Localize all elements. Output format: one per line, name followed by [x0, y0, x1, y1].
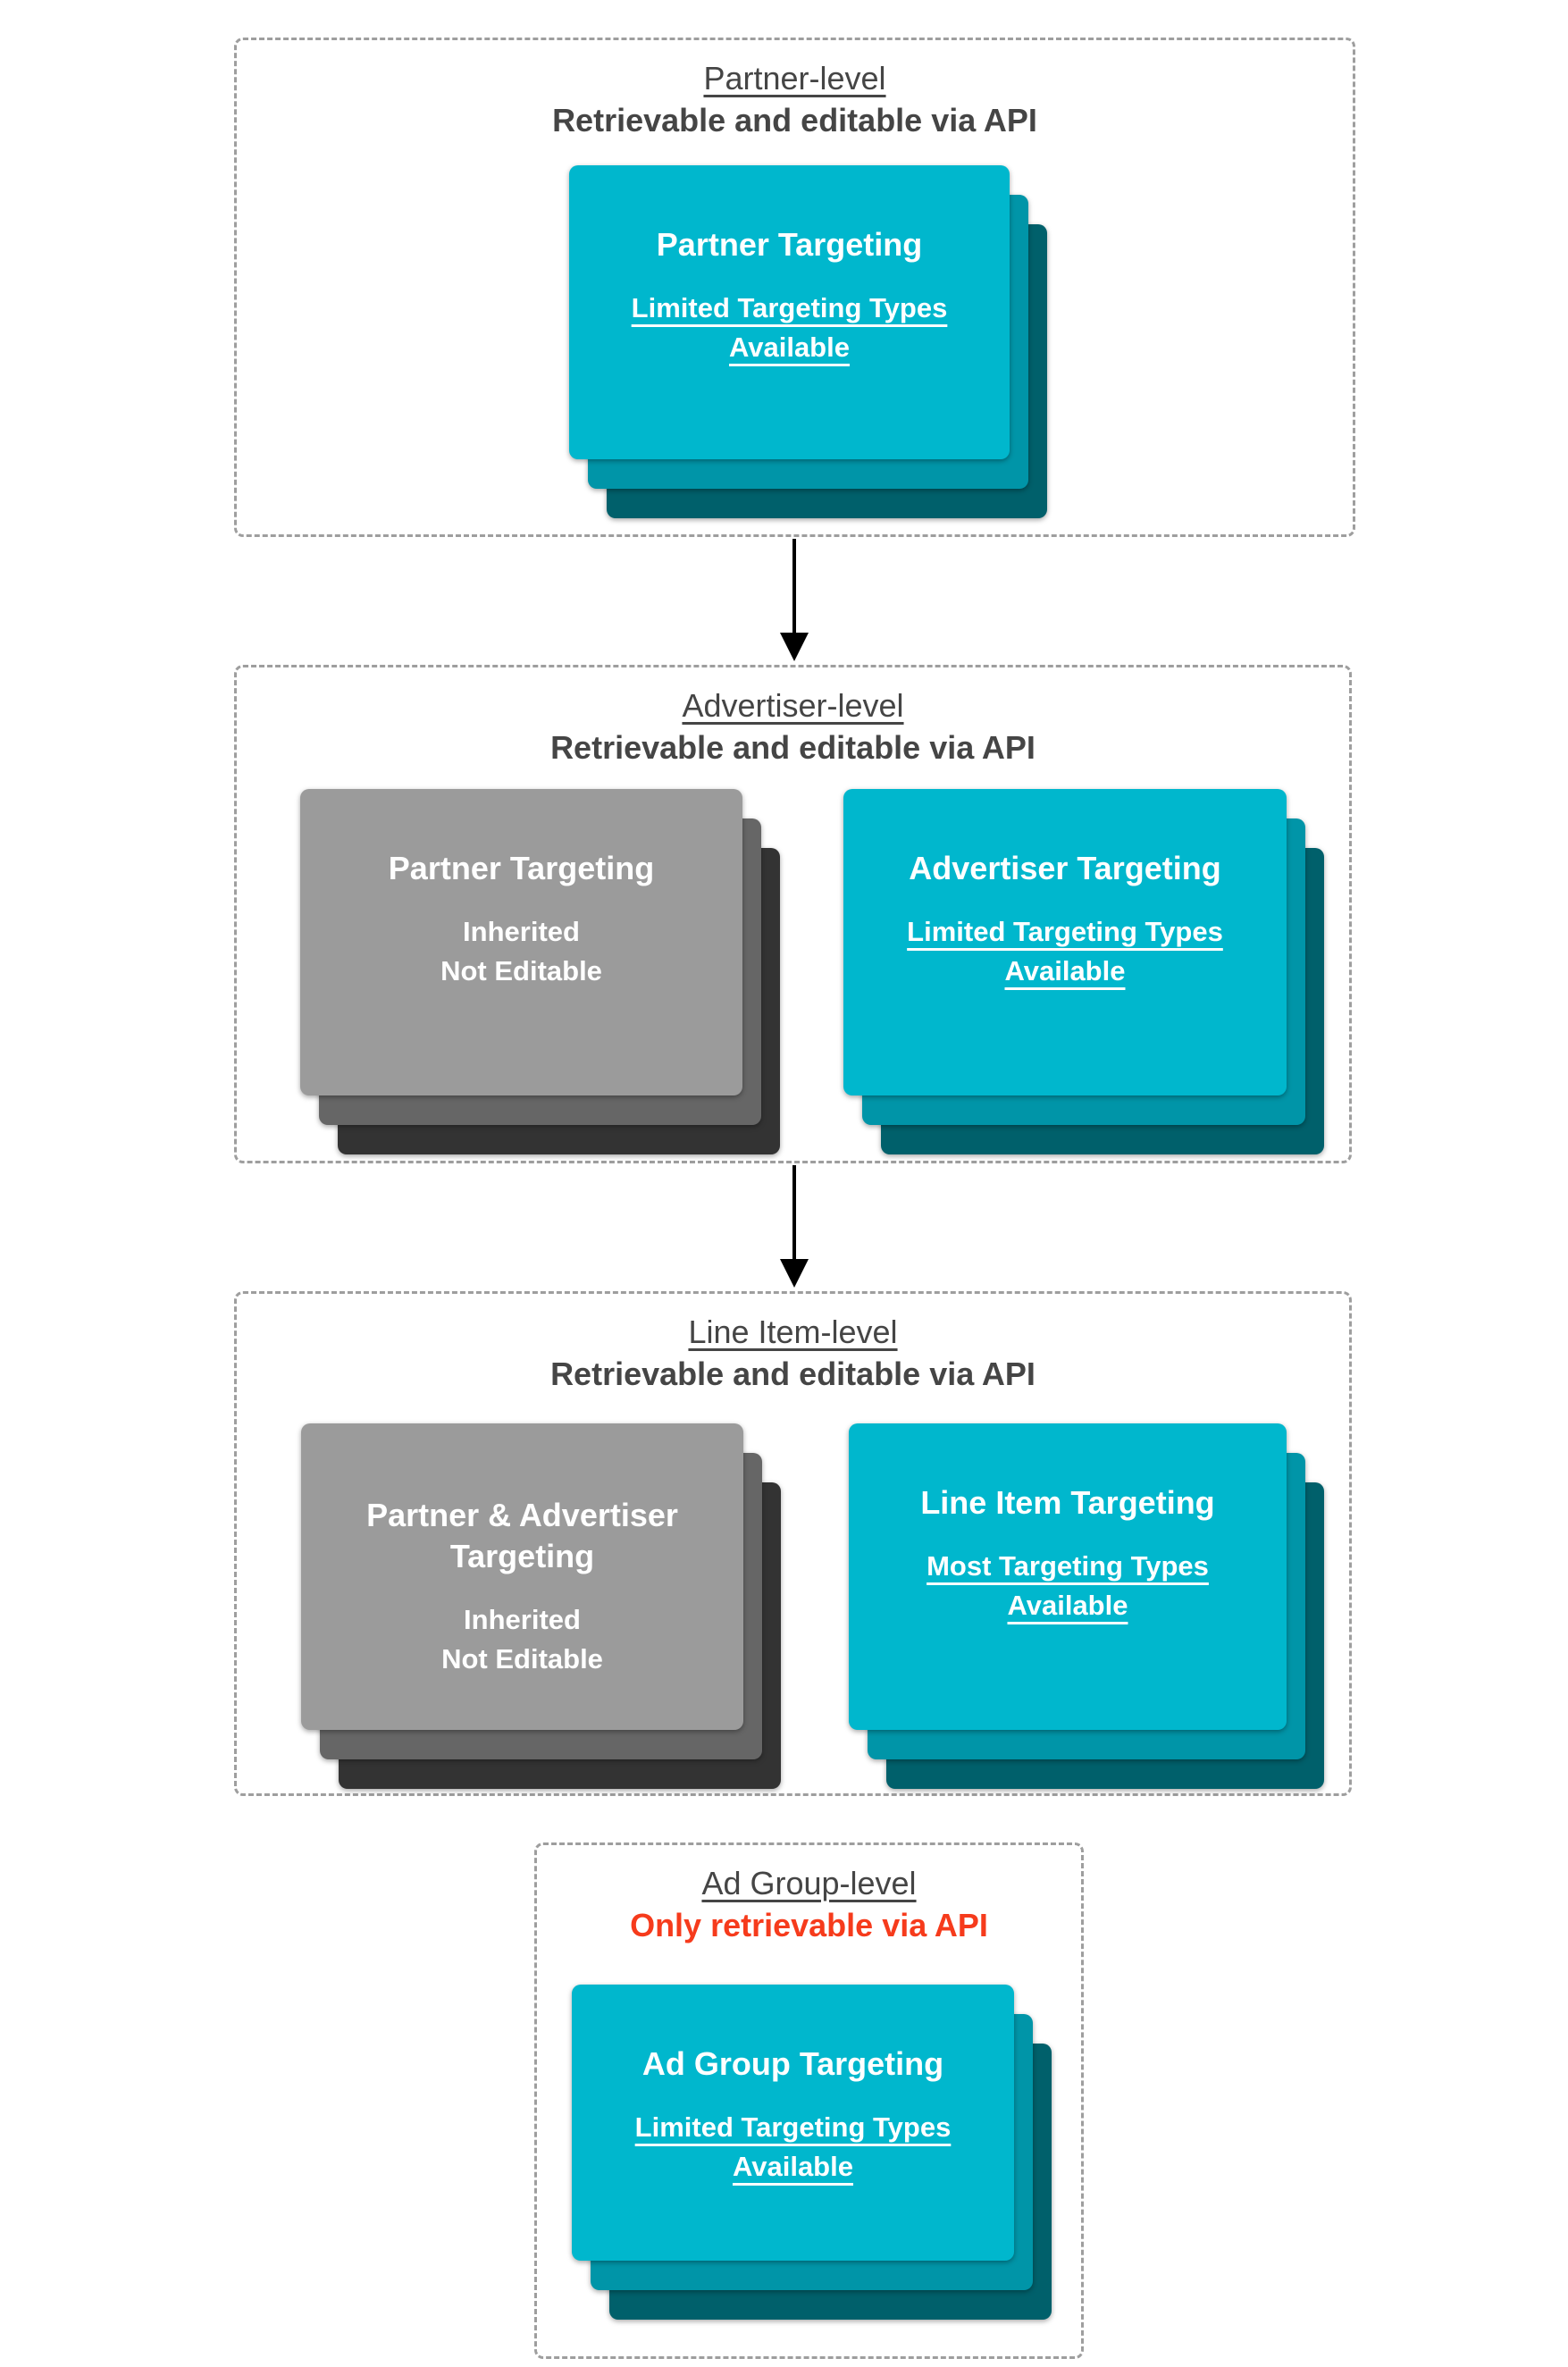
- line-item-targeting-card-stack: Line Item Targeting Most Targeting Types…: [849, 1423, 1324, 1789]
- card-body: Most Targeting Types Available: [927, 1550, 1209, 1621]
- card-heading: Ad Group Targeting: [641, 2045, 944, 2082]
- card-body: Limited Targeting Types Available: [631, 292, 948, 363]
- advertiser-targeting-card-stack: Advertiser Targeting Limited Targeting T…: [843, 789, 1324, 1154]
- section-partner-level: Partner-level Retrievable and editable v…: [234, 38, 1355, 537]
- section-ad-group-level: Ad Group-level Only retrievable via API …: [534, 1842, 1084, 2359]
- partner-targeting-card-stack: Partner Targeting Limited Targeting Type…: [569, 165, 1047, 518]
- card-body: Inherited Not Editable: [441, 1604, 603, 1675]
- card-heading: Line Item Targeting: [920, 1484, 1215, 1521]
- card-heading: Partner Targeting: [656, 226, 923, 263]
- arrow-head-icon: [780, 1259, 809, 1288]
- section-title: Advertiser-level: [682, 687, 904, 724]
- section-advertiser-level: Advertiser-level Retrievable and editabl…: [234, 665, 1352, 1163]
- arrow-shaft: [792, 1165, 796, 1259]
- card-heading: Partner & Advertiser Targeting: [366, 1497, 678, 1574]
- partner-targeting-card: Partner Targeting Limited Targeting Type…: [569, 165, 1010, 459]
- section-subtitle: Retrievable and editable via API: [550, 729, 1036, 766]
- inherited-partner-advertiser-targeting-card: Partner & Advertiser Targeting Inherited…: [301, 1423, 743, 1730]
- section-title: Line Item-level: [688, 1314, 898, 1350]
- section-title: Ad Group-level: [701, 1865, 917, 1901]
- ad-group-targeting-card: Ad Group Targeting Limited Targeting Typ…: [572, 1985, 1014, 2261]
- arrow-shaft: [792, 539, 796, 633]
- inherited-partner-advertiser-targeting-card-stack: Partner & Advertiser Targeting Inherited…: [301, 1423, 781, 1789]
- section-subtitle: Only retrievable via API: [630, 1907, 988, 1943]
- section-subtitle: Retrievable and editable via API: [550, 1356, 1036, 1392]
- card-body: Limited Targeting Types Available: [634, 2111, 952, 2182]
- ad-group-targeting-card-stack: Ad Group Targeting Limited Targeting Typ…: [572, 1985, 1052, 2320]
- section-subtitle: Retrievable and editable via API: [552, 102, 1037, 138]
- section-line-item-level: Line Item-level Retrievable and editable…: [234, 1291, 1352, 1796]
- arrow-head-icon: [780, 633, 809, 661]
- inherited-partner-targeting-card-stack: Partner Targeting Inherited Not Editable: [300, 789, 780, 1154]
- card-body: Limited Targeting Types Available: [907, 916, 1223, 986]
- card-heading: Partner Targeting: [388, 850, 655, 886]
- advertiser-targeting-card: Advertiser Targeting Limited Targeting T…: [843, 789, 1287, 1095]
- down-arrow: [776, 1165, 812, 1288]
- inherited-partner-targeting-card: Partner Targeting Inherited Not Editable: [300, 789, 742, 1095]
- card-body: Inherited Not Editable: [440, 916, 602, 986]
- down-arrow: [776, 539, 812, 661]
- section-title: Partner-level: [703, 60, 886, 97]
- line-item-targeting-card: Line Item Targeting Most Targeting Types…: [849, 1423, 1287, 1730]
- card-heading: Advertiser Targeting: [909, 850, 1221, 886]
